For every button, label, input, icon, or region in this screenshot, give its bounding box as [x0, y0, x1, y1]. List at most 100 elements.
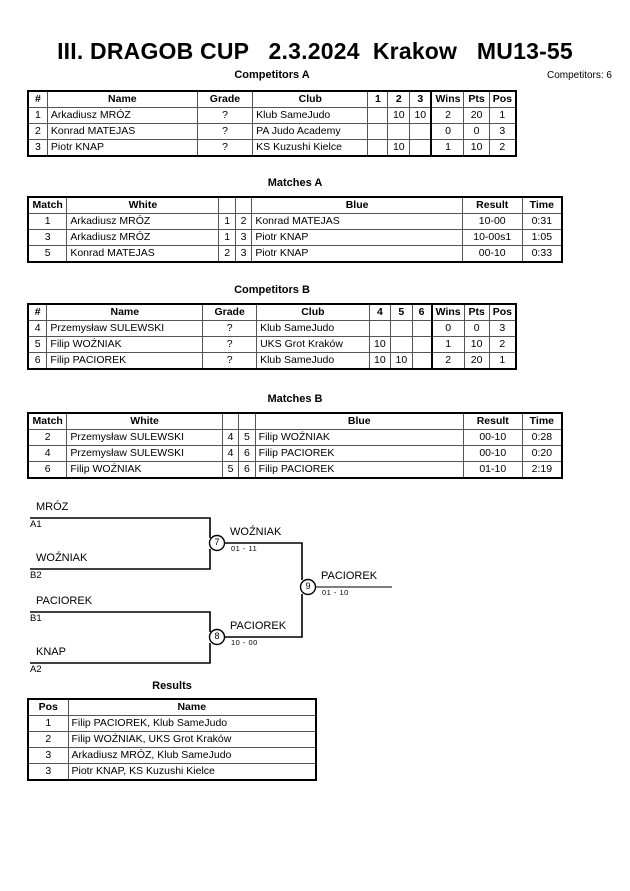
cell-score-2: 10 [387, 107, 411, 124]
bracket-node-winner: PACIOREK [230, 620, 287, 632]
cell-score-6 [411, 336, 433, 353]
table-header-row: Match White Blue Result Time [27, 196, 563, 214]
cell-score-4 [368, 320, 392, 337]
cell-time: 1:05 [521, 229, 563, 246]
cell-white: Arkadiusz MRÓZ [66, 213, 220, 230]
table-row: 3 Arkadiusz MRÓZ 1 3 Piotr KNAP 10-00s1 … [27, 229, 563, 246]
cell-white: Filip WOŹNIAK [66, 461, 223, 479]
competitors-count: Competitors: 6 [546, 70, 612, 81]
bracket-entry-name: WOŹNIAK [36, 552, 88, 564]
cell-score-3 [409, 123, 433, 140]
cell-grade: ? [196, 123, 254, 140]
competitors-b-table: # Name Grade Club 4 5 6 Wins Pts Pos 4 P… [27, 303, 517, 370]
col-score-3: 3 [409, 90, 433, 108]
table-row: 1 Arkadiusz MRÓZ ? Klub SameJudo 10 10 2… [27, 107, 517, 124]
cell-name: Piotr KNAP, KS Kuzushi Kielce [67, 763, 317, 781]
cell-pts: 10 [463, 336, 490, 353]
cell-white: Konrad MATEJAS [66, 245, 220, 263]
col-wins: Wins [430, 90, 465, 108]
cell-pos: 1 [488, 352, 517, 370]
elimination-bracket: MRÓZ A1 WOŹNIAK B2 PACIOREK B1 KNAP A2 7… [0, 490, 630, 675]
cell-white-num: 4 [221, 429, 240, 446]
caption-matches-b: Matches B [267, 393, 323, 405]
col-white-num [221, 412, 240, 430]
cell-grade: ? [196, 139, 254, 157]
cell-result: 00-10 [462, 445, 523, 462]
col-match: Match [27, 196, 68, 214]
cell-name: Konrad MATEJAS [46, 123, 198, 140]
table-header-row: Match White Blue Result Time [27, 412, 563, 430]
cell-wins: 1 [430, 139, 465, 157]
bracket-node-score: 01 - 10 [322, 588, 349, 597]
cell-result: 10-00 [461, 213, 523, 230]
cell-pos: 3 [488, 123, 517, 140]
cell-match: 1 [27, 213, 68, 230]
cell-pos: 1 [27, 715, 69, 732]
col-index: # [27, 303, 48, 321]
cell-score-5 [390, 320, 413, 337]
bracket-entry-seed: A2 [30, 664, 42, 675]
cell-index: 3 [27, 139, 48, 157]
col-name: Name [67, 698, 317, 716]
bracket-entry-name: MRÓZ [36, 501, 69, 513]
table-header-row: # Name Grade Club 1 2 3 Wins Pts Pos [27, 90, 517, 108]
caption-competitors-b: Competitors B [234, 284, 310, 296]
cell-blue-num: 6 [238, 445, 256, 462]
bracket-node-winner: WOŹNIAK [230, 526, 282, 538]
table-row: 2 Filip WOŹNIAK, UKS Grot Kraków [27, 731, 317, 748]
cell-pos: 3 [27, 747, 69, 764]
col-score-2: 2 [387, 90, 411, 108]
cell-wins: 1 [431, 336, 465, 353]
cell-grade: ? [196, 107, 254, 124]
cell-match: 2 [27, 429, 68, 446]
cell-result: 01-10 [462, 461, 523, 479]
cell-name: Piotr KNAP [46, 139, 198, 157]
col-score-1: 1 [367, 90, 389, 108]
table-row: 4 Przemysław SULEWSKI ? Klub SameJudo 0 … [27, 320, 517, 337]
bracket-lines [30, 517, 392, 664]
table-row: 3 Piotr KNAP, KS Kuzushi Kielce [27, 763, 317, 781]
col-white-num [218, 196, 236, 214]
cell-pts: 20 [463, 107, 490, 124]
cell-blue: Filip PACIOREK [254, 461, 464, 479]
cell-time: 0:31 [521, 213, 563, 230]
col-index: # [27, 90, 48, 108]
cell-white: Arkadiusz MRÓZ [66, 229, 220, 246]
cell-time: 0:20 [521, 445, 563, 462]
cell-match: 4 [27, 445, 68, 462]
cell-score-4: 10 [368, 336, 392, 353]
col-wins: Wins [431, 303, 465, 321]
col-blue-num [238, 412, 256, 430]
cell-match: 6 [27, 461, 68, 479]
cell-name: Filip WOŹNIAK, UKS Grot Kraków [67, 731, 317, 748]
cell-pts: 10 [463, 139, 490, 157]
cell-score-3 [409, 139, 433, 157]
bracket-node-number: 7 [214, 537, 220, 547]
cell-index: 6 [27, 352, 48, 370]
table-row: 2 Przemysław SULEWSKI 4 5 Filip WOŹNIAK … [27, 429, 563, 446]
cell-club: Klub SameJudo [256, 320, 370, 337]
col-white: White [66, 412, 223, 430]
cell-wins: 2 [431, 352, 465, 370]
cell-white-num: 5 [221, 461, 240, 479]
col-result: Result [462, 412, 523, 430]
cell-club: KS Kuzushi Kielce [252, 139, 369, 157]
cell-blue: Filip WOŹNIAK [254, 429, 464, 446]
cell-index: 2 [27, 123, 48, 140]
col-pts: Pts [463, 90, 490, 108]
cell-pts: 0 [463, 123, 490, 140]
table-row: 5 Filip WOŹNIAK ? UKS Grot Kraków 10 1 1… [27, 336, 517, 353]
col-grade: Grade [202, 303, 258, 321]
cell-name: Przemysław SULEWSKI [46, 320, 204, 337]
cell-match: 3 [27, 229, 68, 246]
cell-pos: 2 [488, 336, 517, 353]
bracket-node-score: 10 - 00 [231, 638, 258, 647]
col-match: Match [27, 412, 68, 430]
cell-club: UKS Grot Kraków [256, 336, 370, 353]
col-club: Club [256, 303, 370, 321]
cell-name: Filip PACIOREK, Klub SameJudo [67, 715, 317, 732]
cell-wins: 0 [430, 123, 465, 140]
col-pos: Pos [488, 90, 517, 108]
col-blue: Blue [251, 196, 463, 214]
